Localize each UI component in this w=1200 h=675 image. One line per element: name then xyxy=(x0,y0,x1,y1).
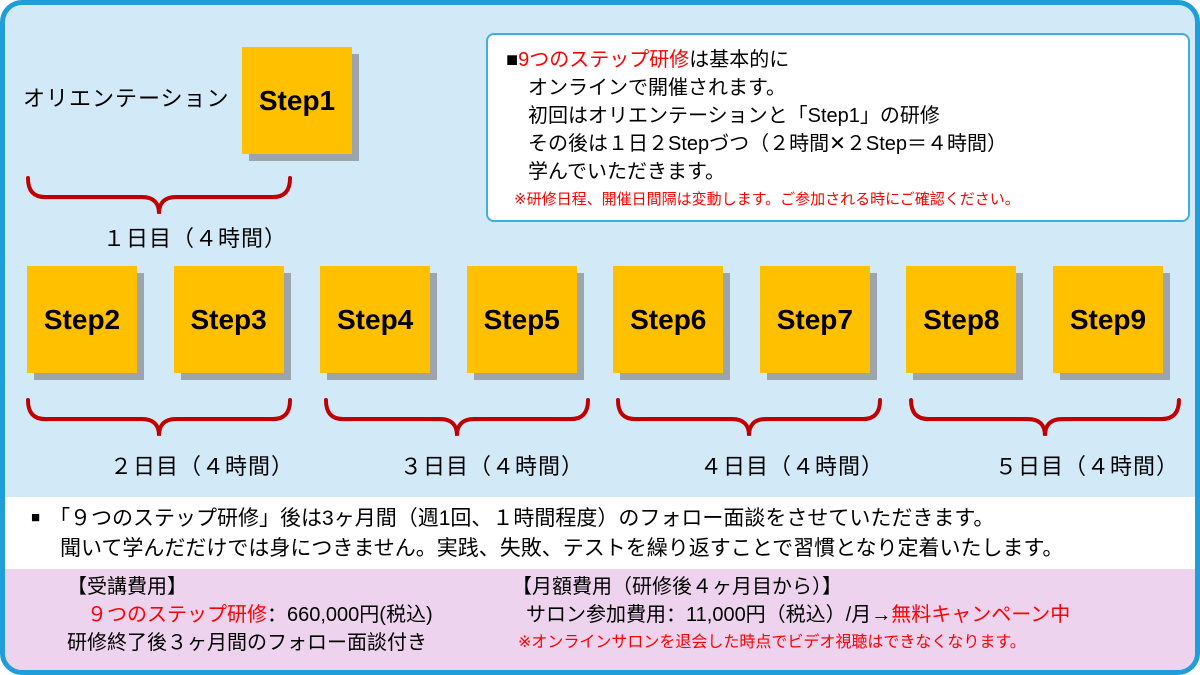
step1-label: Step1 xyxy=(258,84,336,116)
step7-box: Step7 xyxy=(759,266,870,373)
step2-box: Step2 xyxy=(27,266,137,373)
step1-box: Step1 xyxy=(242,47,352,154)
step3-box: Step3 xyxy=(173,266,284,373)
monthly-fee-note: ※オンラインサロンを退会した時点でビデオ視聴はできなくなります。 xyxy=(518,634,1026,651)
info-box: ■9つのステップ研修は基本的に オンラインで開催されます。 初回はオリエンテーシ… xyxy=(486,33,1190,222)
day2-label: ２日目（４時間） xyxy=(109,454,294,479)
day3-bracket xyxy=(323,397,591,439)
day3-label: ３日目（４時間） xyxy=(399,454,584,479)
info-line-1-rest: は基本的に xyxy=(689,49,790,71)
course-fee-line: ９つのステップ研修：660,000円(税込) xyxy=(67,601,512,629)
step2-label: Step2 xyxy=(43,303,121,335)
follow-up-line-1-text: 「９つのステップ研修」後は3ヶ月間（週1回、１時間程度）のフォロー面談をさせてい… xyxy=(49,507,995,530)
day1-label: １日目（４時間） xyxy=(102,226,287,251)
day5-bracket xyxy=(908,397,1182,439)
step7-label: Step7 xyxy=(776,303,853,335)
follow-up-bullet: ■ xyxy=(31,509,41,526)
step4-box: Step4 xyxy=(320,266,431,373)
info-line-5: 学んでいただきます。 xyxy=(528,161,725,183)
info-line-2: オンラインで開催されます。 xyxy=(528,77,786,99)
info-line-3: 初回はオリエンテーションと「Step1」の研修 xyxy=(528,105,940,127)
course-fee-price: ：660,000円(税込) xyxy=(267,604,433,626)
step4-label: Step4 xyxy=(337,303,414,335)
course-fee-name: ９つのステップ研修 xyxy=(87,604,267,626)
follow-up-line-1: ■ 「９つのステップ研修」後は3ヶ月間（週1回、１時間程度）のフォロー面談をさせて… xyxy=(31,503,1181,534)
step9-label: Step9 xyxy=(1069,303,1147,335)
course-fee-block: 【受講費用】 ９つのステップ研修：660,000円(税込) 研修終了後３ヶ月間の… xyxy=(67,573,512,670)
info-line-1-highlight: 9つのステップ研修 xyxy=(518,49,690,71)
follow-up-section: ■ 「９つのステップ研修」後は3ヶ月間（週1回、１時間程度）のフォロー面談をさせて… xyxy=(5,497,1195,569)
orientation-label: オリエンテーション xyxy=(23,86,230,111)
step6-label: Step6 xyxy=(630,303,707,335)
day1-bracket xyxy=(25,175,293,217)
step5-label: Step5 xyxy=(483,303,560,335)
step8-label: Step8 xyxy=(923,303,1000,335)
monthly-fee-text: サロン参加費用：11,000円（税込）/月→ xyxy=(526,604,892,626)
day5-label: ５日目（４時間） xyxy=(994,454,1179,479)
day2-bracket xyxy=(25,397,293,439)
monthly-fee-campaign: 無料キャンペーン中 xyxy=(891,604,1071,626)
day4-bracket xyxy=(615,397,883,439)
info-bullet: ■ xyxy=(506,49,519,71)
step9-box: Step9 xyxy=(1052,266,1163,373)
step5-box: Step5 xyxy=(466,266,577,373)
info-line-1: ■9つのステップ研修は基本的に xyxy=(506,46,1170,74)
course-fee-note: 研修終了後３ヶ月間のフォロー面談付き xyxy=(67,632,427,654)
info-note: ※研修日程、開催日間隔は変動します。ご参加される時にご確認ください。 xyxy=(514,191,1020,208)
follow-up-line-2: 聞いて学んだだけでは身につきません。実践、失敗、テストを繰り返すことで習慣となり… xyxy=(60,537,1064,560)
course-fee-title: 【受講費用】 xyxy=(67,576,187,598)
step6-box: Step6 xyxy=(613,266,724,373)
monthly-fee-title: 【月額費用（研修後４ヶ月目から）】 xyxy=(512,576,842,598)
pricing-section: 【受講費用】 ９つのステップ研修：660,000円(税込) 研修終了後３ヶ月間の… xyxy=(5,569,1195,670)
steps-row: Step2 Step3 Step4 Step5 Step6 Step7 Step… xyxy=(27,266,1163,374)
info-line-4: その後は１日２Stepづつ（２時間✕２Step＝４時間） xyxy=(528,133,1008,155)
day4-label: ４日目（４時間） xyxy=(699,454,884,479)
step3-label: Step3 xyxy=(190,303,267,335)
step8-box: Step8 xyxy=(906,266,1017,373)
monthly-fee-line: サロン参加費用：11,000円（税込）/月→無料キャンペーン中 xyxy=(512,601,1187,629)
monthly-fee-block: 【月額費用（研修後４ヶ月目から）】 サロン参加費用：11,000円（税込）/月→… xyxy=(512,573,1187,670)
